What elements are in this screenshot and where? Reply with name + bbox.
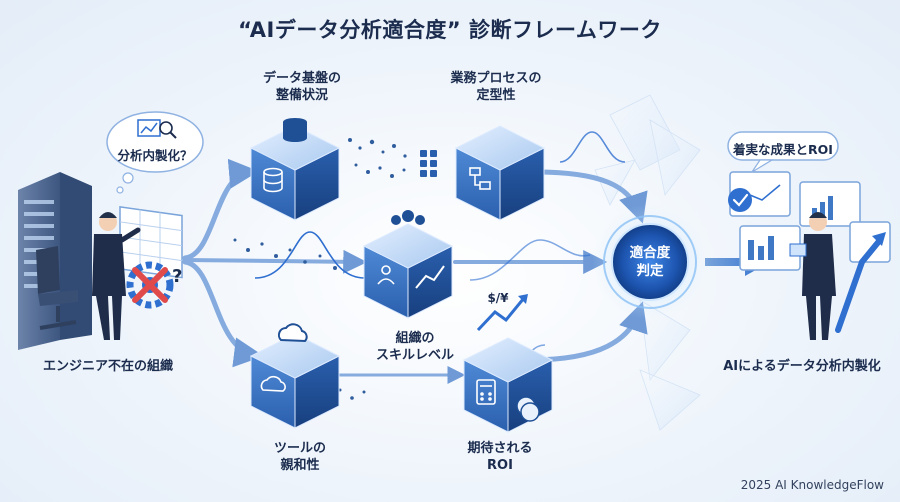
page-title: “AIデータ分析適合度” 診断フレームワーク: [238, 18, 662, 42]
node-label-org-skill: 組織のスキルレベル: [375, 331, 454, 363]
cube-group: [249, 118, 554, 433]
office-chair: [36, 246, 78, 330]
cube-face-top: [462, 337, 554, 383]
calc-icon: [476, 379, 496, 405]
cube-face-top: [249, 333, 341, 379]
node-label-business-process: 業務プロセスの定型性: [450, 71, 542, 103]
growth-chart-icon: [415, 265, 445, 289]
spreadsheet-panel: [119, 206, 183, 279]
people-icon: [377, 265, 395, 285]
fit-judgment-hub: [592, 204, 708, 320]
team-icon: [391, 210, 425, 225]
cube-data-infra: [249, 118, 341, 221]
cube-face-top: [249, 125, 341, 171]
flow-icon: [469, 167, 491, 190]
thought-bubble-text: 分析内製化？: [117, 148, 193, 163]
speech-bubble-text: 着実な成果とROI: [733, 142, 833, 157]
cube-expected-roi: [462, 337, 554, 433]
flow-arrows: [182, 158, 648, 384]
left-person-caption: エンジニア不在の組織: [42, 359, 173, 374]
database-top-icon: [283, 118, 307, 142]
svg-text:?: ?: [172, 266, 182, 287]
thought-bubble: [106, 111, 204, 194]
cube-tool-affinity: [249, 323, 341, 429]
analytics-dashboards: [728, 171, 891, 333]
engineer-person: [92, 212, 141, 340]
database-icon: [263, 167, 283, 193]
cloud-sync-icon: [277, 323, 308, 343]
business-person: [789, 212, 836, 340]
node-label-tool-affinity: ツールの親和性: [273, 441, 326, 473]
broken-gear-icon: ?: [126, 261, 182, 309]
node-label-data-infra: データ基盤の整備状況: [262, 71, 341, 103]
decorative-prisms: [594, 94, 701, 431]
cloud-icon: [260, 375, 286, 392]
speech-bubble: [727, 131, 839, 173]
coins-icon: [516, 396, 540, 422]
currency-symbol: $/¥: [487, 291, 509, 305]
cube-org-skill: [362, 210, 454, 319]
roi-growth-chart: [476, 294, 528, 332]
cube-business-process: [454, 125, 546, 221]
footer-credit: 2025 AI KnowledgeFlow: [740, 478, 884, 492]
data-squares: [420, 150, 437, 177]
cube-face-top: [454, 125, 546, 171]
hub-label: 適合度判定: [629, 245, 671, 279]
data-particles: [233, 138, 407, 400]
right-person-caption: AIによるデータ分析内製化: [723, 359, 881, 374]
cube-face-top: [362, 223, 454, 269]
